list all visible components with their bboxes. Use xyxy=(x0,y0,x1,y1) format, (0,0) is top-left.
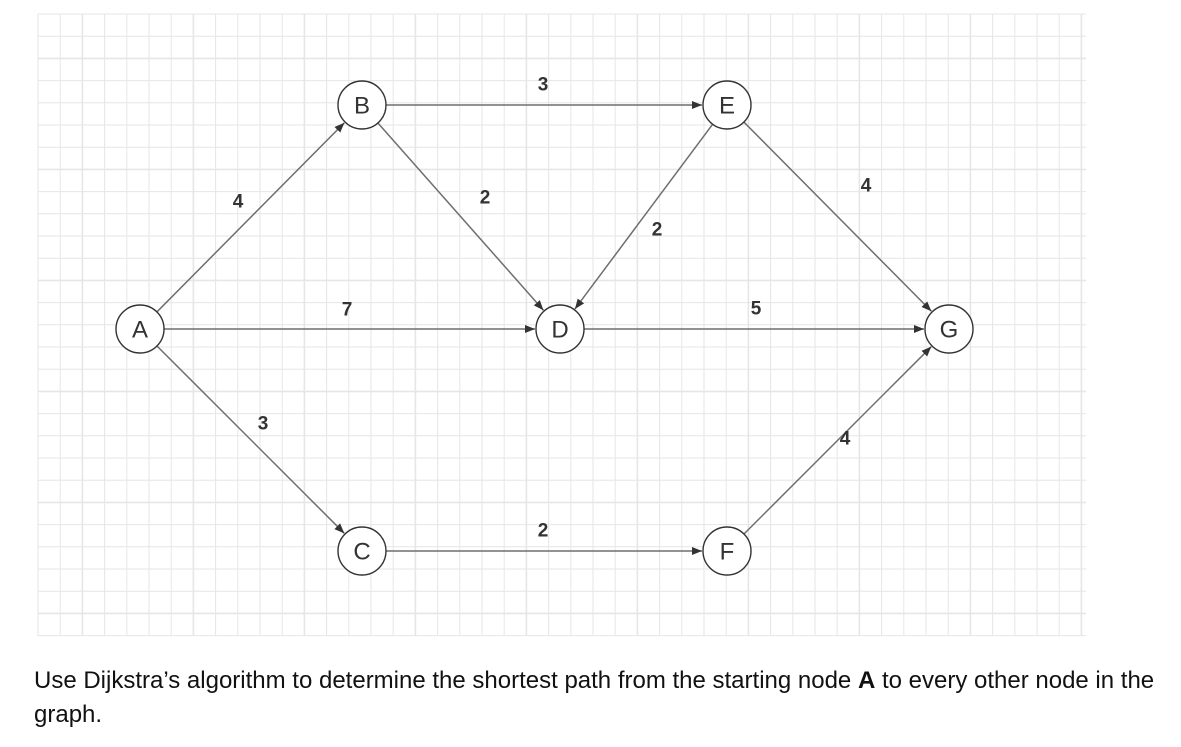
edge-weight-e-d: 2 xyxy=(652,220,663,241)
node-label: A xyxy=(132,317,148,344)
node-e: E xyxy=(702,80,752,130)
edge-weight-d-g: 5 xyxy=(751,299,762,320)
node-label: D xyxy=(551,317,568,344)
question-text: Use Dijkstra’s algorithm to determine th… xyxy=(34,664,1174,732)
question-start-node: A xyxy=(857,667,876,694)
question-text-start: Use Dijkstra’s algorithm to determine th… xyxy=(34,667,858,694)
node-label: C xyxy=(353,539,370,566)
edge-weight-e-g: 4 xyxy=(861,176,872,197)
edge-a-c xyxy=(156,345,345,534)
edge-weight-f-g: 4 xyxy=(840,429,851,450)
node-d: D xyxy=(535,304,585,354)
edge-weight-a-b: 4 xyxy=(233,192,244,213)
node-g: G xyxy=(924,304,974,354)
edge-weights: 4 7 3 3 2 2 4 5 2 4 xyxy=(233,75,872,542)
edge-weight-b-e: 3 xyxy=(538,75,549,96)
node-label: E xyxy=(719,93,735,120)
edge-weight-b-d: 2 xyxy=(480,188,491,209)
node-circle xyxy=(924,304,974,354)
question-text-end: to every other node in the graph. xyxy=(34,667,1155,728)
node-circle xyxy=(337,80,387,130)
node-label: B xyxy=(354,93,370,120)
edge-weight-a-c: 3 xyxy=(258,414,269,435)
node-label: G xyxy=(940,317,959,344)
graph-diagram: 4 7 3 3 2 2 4 5 2 4 A B C D E F G xyxy=(37,13,1086,637)
nodes: A B C D E F G xyxy=(115,80,974,576)
node-f: F xyxy=(702,526,752,576)
edge-a-b xyxy=(156,122,345,313)
edge-f-g xyxy=(743,346,932,535)
node-circle xyxy=(115,304,165,354)
node-label: F xyxy=(720,539,735,566)
node-a: A xyxy=(115,304,165,354)
edge-weight-c-f: 2 xyxy=(538,521,549,542)
background-grid xyxy=(37,13,1086,637)
node-circle xyxy=(535,304,585,354)
node-circle xyxy=(702,526,752,576)
edge-e-g xyxy=(743,121,932,312)
node-circle xyxy=(702,80,752,130)
edge-b-d xyxy=(377,122,545,311)
node-c: C xyxy=(337,526,387,576)
edges xyxy=(156,101,932,555)
edge-e-d xyxy=(574,123,714,310)
node-circle xyxy=(337,526,387,576)
node-b: B xyxy=(337,80,387,130)
edge-weight-a-d: 7 xyxy=(342,300,353,321)
